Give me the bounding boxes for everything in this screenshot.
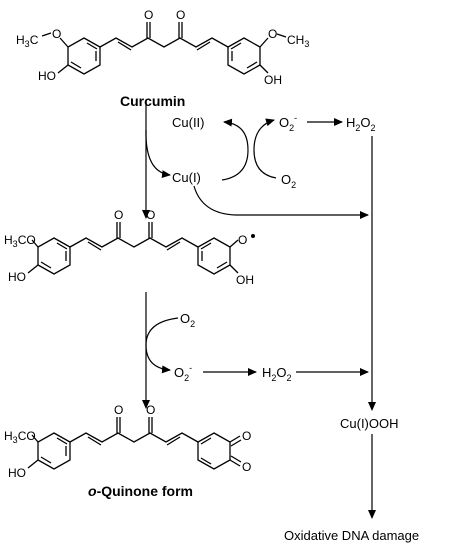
curcumin-left-ring (67, 37, 101, 75)
radical-ome: H3CO (4, 233, 36, 249)
curcumin-o-right: O (268, 27, 277, 41)
radical-right-ring (197, 237, 231, 275)
curcumin-keto-o2: O (176, 8, 185, 22)
quinone-o1: O (242, 429, 251, 443)
curcumin-o-left: O (52, 27, 61, 41)
curcumin-name: Curcumin (120, 93, 185, 109)
superoxide-top: O2- (279, 113, 297, 133)
quinone-name: o-Quinone form (88, 483, 193, 499)
radical-keto-o2: O (146, 208, 155, 222)
curcumin-oh-left: HO (38, 69, 56, 83)
radical-oh-left: HO (8, 270, 26, 284)
quinone-left-ring (37, 432, 71, 470)
quinone-keto-o2: O (146, 403, 155, 417)
quinone-keto-o1: O (114, 403, 123, 417)
h2o2-mid: H2O2 (262, 365, 292, 383)
quinone-structure: H3CO HO O O O O (4, 403, 251, 480)
superoxide-mid: O2- (174, 363, 192, 383)
quinone-ome: H3CO (4, 429, 36, 445)
quinone-chain (69, 432, 199, 443)
phenoxyl-radical-structure: H3CO HO O O O OH (4, 208, 255, 287)
h2o2-top: H2O2 (346, 115, 376, 133)
curcumin-structure: O H3C HO O O O CH3 OH (16, 8, 309, 87)
curcumin-right-ring (227, 37, 261, 75)
radical-chain (69, 237, 199, 248)
quinone-right-ring (197, 432, 231, 470)
arrow-curl-to-cu1 (145, 129, 171, 179)
curcumin-ch3-left: H3C (16, 33, 39, 49)
arrow-o2-to-superoxide (253, 118, 277, 179)
curcumin-keto-o1: O (144, 8, 153, 22)
radical-oh-right: OH (236, 273, 254, 287)
cu2-label: Cu(II) (172, 115, 205, 130)
quinone-oh-left: HO (8, 466, 26, 480)
radical-o-radical: O (238, 233, 247, 247)
curcumin-oh-right: OH (264, 73, 282, 87)
curcumin-ch3-right: CH3 (287, 33, 309, 49)
o2-top: O2 (281, 172, 296, 190)
quinone-o2: O (242, 460, 251, 474)
o2-mid: O2 (180, 311, 195, 329)
radical-left-ring (37, 237, 71, 275)
dna-damage-label: Oxidative DNA damage (284, 528, 419, 543)
curcumin-chain (99, 37, 229, 48)
cuooh-label: Cu(I)OOH (340, 416, 399, 431)
radical-dot (251, 234, 255, 238)
radical-keto-o1: O (114, 208, 123, 222)
arrow-o2-to-superoxide-mid (145, 317, 179, 374)
cu1-label: Cu(I) (172, 170, 201, 185)
arrow-cu1-to-right (193, 185, 369, 219)
arrow-cu1-to-cu2 (221, 118, 249, 181)
